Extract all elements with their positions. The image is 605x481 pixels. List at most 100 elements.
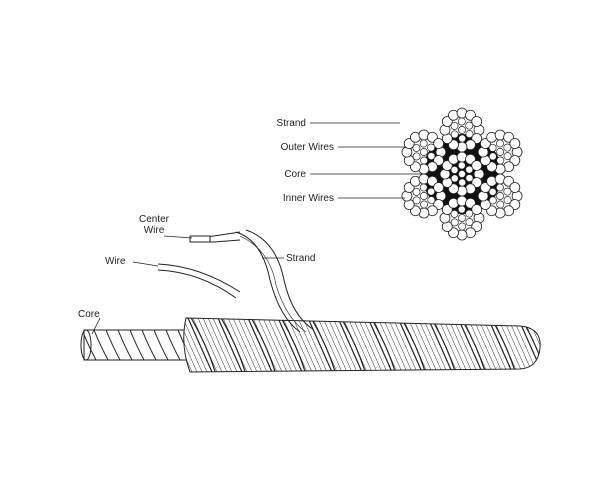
rope-wire-line xyxy=(550,300,590,390)
label-inner-wires: Inner Wires xyxy=(282,193,334,204)
rope-wire-line xyxy=(209,318,251,372)
rope-wire-line xyxy=(565,300,605,390)
outer-wire xyxy=(471,116,483,127)
rope-wire-line xyxy=(359,318,401,372)
rope-wire-line xyxy=(464,318,506,372)
rope-wire-line xyxy=(509,318,541,372)
label-outer-wires: Outer Wires xyxy=(280,142,334,153)
outer-strand xyxy=(401,129,447,175)
rope-wire-line xyxy=(309,318,351,372)
rope-wire-line xyxy=(384,318,426,372)
rope-wire-line xyxy=(575,300,605,390)
inner-wire xyxy=(450,165,459,174)
inner-wire xyxy=(503,187,512,196)
core-twist-line xyxy=(105,330,121,360)
rope-wire-line xyxy=(555,300,595,390)
core-strand xyxy=(439,151,485,197)
rope-wire-line xyxy=(204,318,246,372)
inner-wire xyxy=(457,161,466,170)
rope-body xyxy=(183,300,605,390)
strand-boundary xyxy=(570,300,605,390)
rope-wire-line xyxy=(299,318,341,372)
inner-wire xyxy=(488,143,497,152)
rope-wire-line xyxy=(349,318,391,372)
rope-wire-line xyxy=(504,318,541,372)
core-twist-line xyxy=(153,330,169,360)
inner-wire xyxy=(427,187,436,196)
rope-wire-line xyxy=(494,318,536,372)
rope-wire-line xyxy=(434,318,476,372)
core-twist-line xyxy=(165,330,181,360)
outer-strand xyxy=(477,173,523,219)
inner-wire xyxy=(427,152,436,161)
outer-strand xyxy=(439,195,485,241)
rope-wire-line xyxy=(234,318,276,372)
label-core-cross: Core xyxy=(284,169,306,180)
rope-wire-line xyxy=(189,318,231,372)
leader-lines xyxy=(91,122,430,335)
inner-wire xyxy=(450,121,459,130)
outer-wire xyxy=(433,138,445,149)
strand-boundary xyxy=(509,318,541,372)
rope-wire-line xyxy=(379,318,421,372)
inner-wire xyxy=(412,196,421,205)
rope-wire-line xyxy=(269,318,311,372)
rope-wire-line xyxy=(439,318,481,372)
strand-boundary xyxy=(479,318,521,372)
rope-wire-line xyxy=(459,318,501,372)
strand-boundary xyxy=(389,318,431,372)
outer-strand xyxy=(439,107,485,153)
rope-wire-line xyxy=(254,318,296,372)
core-twist-line xyxy=(129,330,145,360)
rope-wire-line xyxy=(329,318,371,372)
inner-wire xyxy=(450,130,459,139)
label-strand-cross: Strand xyxy=(276,118,306,129)
inner-wire xyxy=(450,218,459,227)
rope-wire-line xyxy=(409,318,451,372)
rope-wire-line xyxy=(229,318,271,372)
rope-wire-line xyxy=(369,318,411,372)
rope-wire-line xyxy=(570,300,605,390)
center-wire xyxy=(496,192,505,200)
rope-wire-line xyxy=(419,318,461,372)
strand-boundary xyxy=(209,318,251,372)
inner-wire xyxy=(458,178,467,187)
inner-wire xyxy=(457,205,466,214)
rope-wire-line xyxy=(449,318,491,372)
outer-wire xyxy=(471,204,483,215)
center-wire xyxy=(419,148,428,156)
strand-boundary xyxy=(239,318,281,372)
inner-wire xyxy=(420,200,429,209)
inner-wire xyxy=(465,121,474,130)
center-wire xyxy=(496,148,505,156)
rope-wire-line xyxy=(219,318,261,372)
rope-wire-line xyxy=(199,318,241,372)
rope-wire-line xyxy=(259,318,301,372)
inner-wire xyxy=(488,196,497,205)
inner-wire xyxy=(457,117,466,126)
core-twist-line xyxy=(117,330,133,360)
inner-wire xyxy=(503,143,512,152)
rope-wire-line xyxy=(339,318,381,372)
rope-wire-line xyxy=(389,318,431,372)
rope-wire-line xyxy=(404,318,446,372)
inner-wire xyxy=(503,152,512,161)
rope-wire-line xyxy=(289,318,331,372)
rope-wire-line xyxy=(414,318,456,372)
rope-wire-line xyxy=(354,318,396,372)
inner-wire xyxy=(488,187,497,196)
rope-wire-line xyxy=(194,318,236,372)
inner-wire xyxy=(465,209,474,218)
rope-wire-line xyxy=(374,318,416,372)
rope-wire-line xyxy=(279,318,321,372)
outer-strand xyxy=(477,129,523,175)
rope-wire-line xyxy=(264,318,306,372)
inner-wire xyxy=(465,130,474,139)
inner-wire xyxy=(488,152,497,161)
inner-wire xyxy=(412,152,421,161)
strand-boundary xyxy=(539,318,541,372)
inner-wire xyxy=(419,139,428,148)
inner-wire xyxy=(496,200,505,209)
